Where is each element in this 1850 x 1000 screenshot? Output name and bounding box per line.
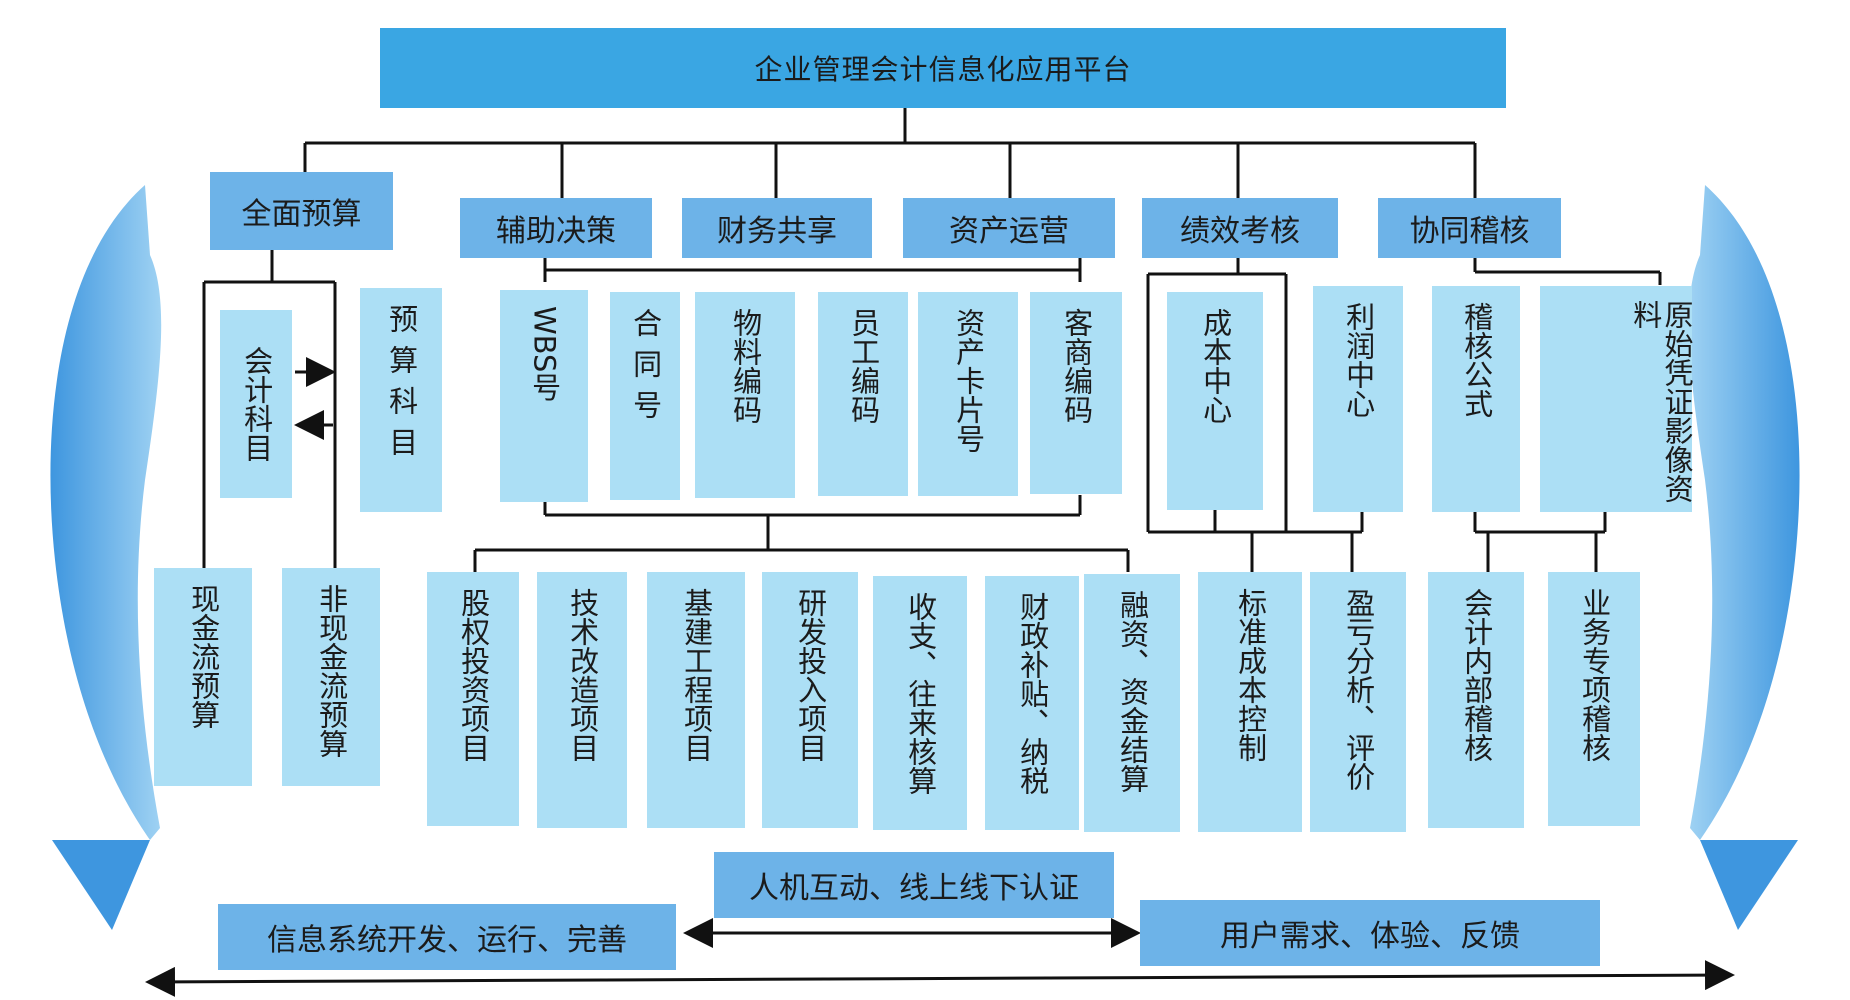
master-data-asset-card: 资产卡片号 (918, 292, 1018, 496)
right-cycle-arrow (1688, 185, 1800, 840)
human-machine-interaction: 人机互动、线上线下认证 (714, 852, 1114, 918)
project-accounting: 收支、往来核算 (873, 576, 967, 830)
module-performance: 绩效考核 (1142, 198, 1338, 258)
master-data-wbs: WBS号 (500, 290, 588, 502)
project-rd: 研发投入项目 (762, 572, 858, 828)
accounting-subject: 会计科目 (220, 310, 292, 498)
master-data-employee: 员工编码 (818, 292, 908, 496)
module-finance: 财务共享 (682, 198, 872, 258)
profit-center: 利润中心 (1313, 286, 1403, 512)
module-budget: 全面预算 (210, 172, 393, 250)
module-asset: 资产运营 (903, 198, 1115, 258)
platform-title: 企业管理会计信息化应用平台 (380, 28, 1506, 108)
accounting-internal-audit: 会计内部稽核 (1428, 572, 1524, 828)
project-financing: 融资、资金结算 (1084, 574, 1180, 832)
module-audit: 协同稽核 (1378, 198, 1561, 258)
project-construction: 基建工程项目 (647, 572, 745, 828)
project-equity: 股权投资项目 (427, 572, 519, 826)
cost-center: 成本中心 (1167, 292, 1263, 510)
business-special-audit: 业务专项稽核 (1548, 572, 1640, 826)
left-cycle-arrow (50, 185, 162, 840)
audit-formula: 稽核公式 (1432, 286, 1520, 512)
cash-flow-budget: 现金流预算 (154, 568, 252, 786)
master-data-material: 物料编码 (695, 292, 795, 498)
project-subsidy: 财政补贴、纳税 (985, 576, 1079, 830)
original-voucher-image: 原始凭证影像资料 (1540, 286, 1694, 512)
master-data-contract: 合同号 (610, 292, 680, 500)
system-development: 信息系统开发、运行、完善 (218, 904, 676, 970)
user-feedback: 用户需求、体验、反馈 (1140, 900, 1600, 966)
module-decision: 辅助决策 (460, 198, 652, 258)
profit-loss-analysis: 盈亏分析、评价 (1310, 572, 1406, 832)
budget-subject: 预算科目 (360, 288, 442, 512)
standard-cost-control: 标准成本控制 (1198, 572, 1302, 832)
master-data-customer: 客商编码 (1030, 292, 1122, 494)
non-cash-flow-budget: 非现金流预算 (282, 568, 380, 786)
project-tech: 技术改造项目 (537, 572, 627, 828)
